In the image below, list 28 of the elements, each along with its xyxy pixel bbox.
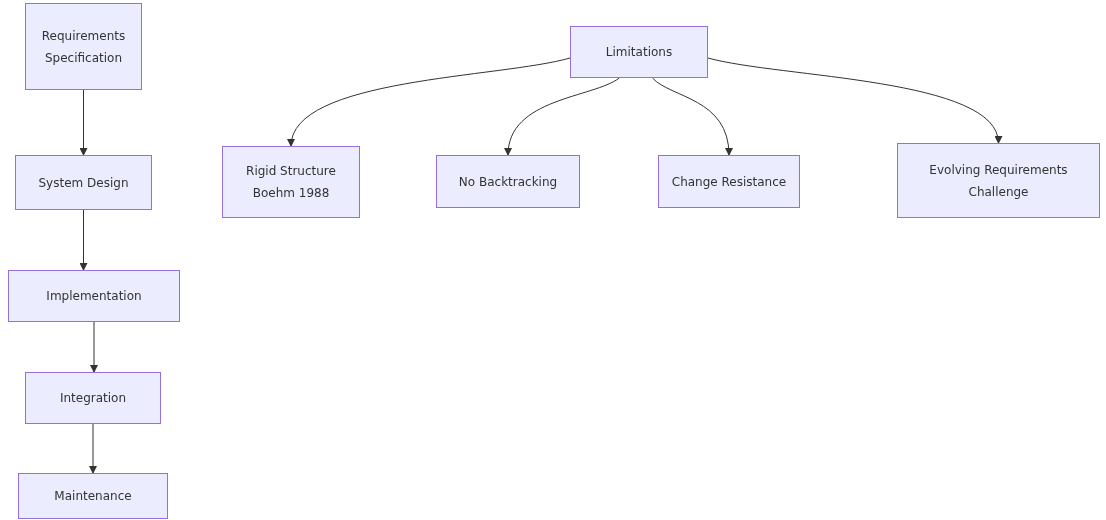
node-label: Change Resistance (671, 173, 787, 191)
process-box (222, 146, 360, 218)
arrow (79, 89, 88, 156)
arrow (89, 423, 97, 474)
node-label: No Backtracking (458, 173, 558, 191)
node-label: Implementation (46, 288, 142, 305)
arrow (652, 77, 733, 156)
process-box (570, 26, 708, 78)
node-label: Rigid Structure Boehm 1988 (245, 163, 337, 202)
arrow (79, 209, 88, 271)
node-label: Integration (59, 390, 127, 407)
process-box (658, 155, 800, 208)
process-box (25, 3, 142, 90)
process-box (8, 270, 180, 322)
arrow (707, 57, 1001, 144)
arrow (90, 321, 98, 373)
node-label: Evolving Requirements Challenge (928, 161, 1069, 201)
process-box (15, 155, 152, 210)
node-label: Requirements Specification (40, 27, 127, 67)
process-box (897, 143, 1100, 218)
process-box (18, 473, 168, 519)
process-box (25, 372, 161, 424)
node-label: System Design (38, 174, 129, 192)
node-label: Limitations (605, 44, 673, 61)
arrow (504, 77, 620, 156)
process-box (436, 155, 580, 208)
node-label: Maintenance (54, 488, 132, 505)
arrow (288, 57, 571, 147)
